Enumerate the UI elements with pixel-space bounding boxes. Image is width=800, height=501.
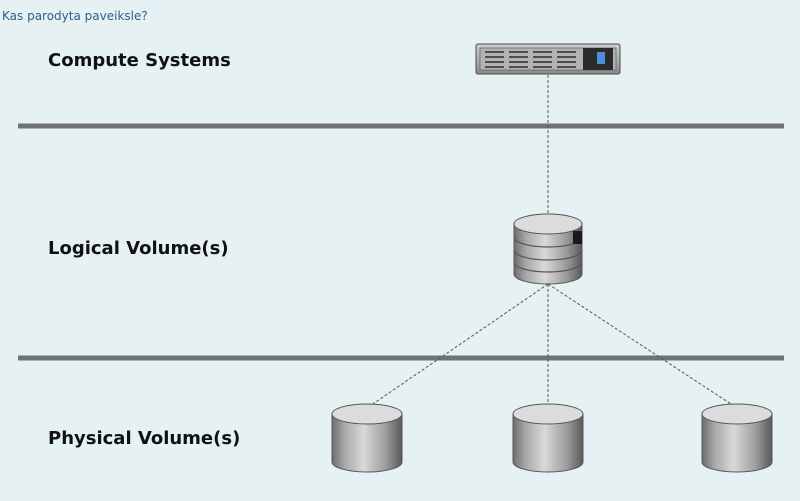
- layer-label-logical-volumes: Logical Volume(s): [48, 238, 229, 259]
- disk-cylinder-icon: [701, 403, 773, 473]
- connector-logical-to-physical-right: [547, 283, 738, 409]
- layer-label-compute-systems: Compute Systems: [48, 50, 231, 71]
- question-text: Kas parodyta paveiksle?: [2, 9, 148, 23]
- layer-label-physical-volumes: Physical Volume(s): [48, 428, 241, 449]
- disk-cylinder-icon: [512, 403, 584, 473]
- connector-lines: [366, 75, 738, 409]
- connector-logical-to-physical-left: [366, 283, 549, 409]
- disk-cylinder-icon: [331, 403, 403, 473]
- server-icon: [475, 43, 621, 75]
- stacked-disk-icon: [513, 213, 583, 285]
